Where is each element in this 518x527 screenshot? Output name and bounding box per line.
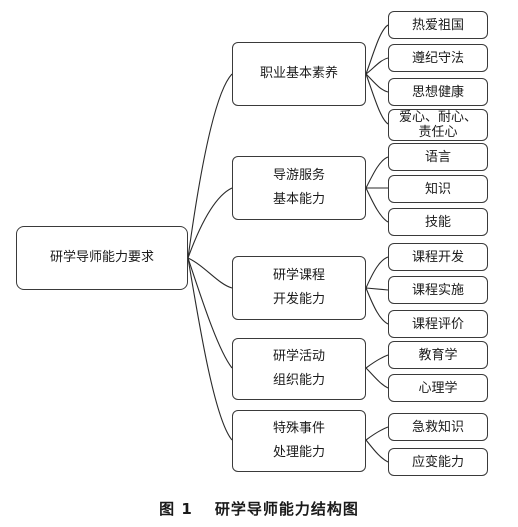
- leaf-node: 应变能力: [388, 448, 488, 476]
- leaf-node: 心理学: [388, 374, 488, 402]
- connector-group-1-to-item-3: [365, 73, 389, 93]
- leaf-node: 思想健康: [388, 78, 488, 106]
- leaf-node-label: 课程评价: [411, 316, 464, 332]
- connector-group-1-to-item-2: [365, 57, 389, 75]
- figure-caption: 图 1 研学导师能力结构图: [0, 498, 518, 519]
- root-node-label: 研学导师能力要求: [49, 250, 154, 265]
- group-node-professional-qualities: 职业基本素养: [232, 42, 366, 106]
- connector-group-3-to-item-2: [365, 287, 389, 291]
- connector-group-3-to-item-1: [365, 256, 389, 289]
- figure-number: 图 1: [159, 500, 193, 518]
- connector-group-4-to-item-2: [365, 367, 389, 389]
- connector-group-2-to-item-1: [365, 156, 389, 189]
- connector-group-3-to-item-3: [365, 287, 389, 325]
- group-node-tour-guide-skills: 导游服务 基本能力: [232, 156, 366, 220]
- group-node-activity-organization: 研学活动 组织能力: [232, 338, 366, 400]
- leaf-node: 课程评价: [388, 310, 488, 338]
- leaf-node-label: 思想健康: [411, 84, 464, 100]
- root-node: 研学导师能力要求: [16, 226, 188, 290]
- group-4-label-line-2: 组织能力: [272, 373, 325, 388]
- figure-title: 研学导师能力结构图: [214, 500, 359, 518]
- connector-root-to-group-5: [187, 257, 233, 441]
- group-4-label-line-1: 研学活动: [272, 349, 325, 364]
- connector-root-to-group-2: [187, 187, 233, 259]
- leaf-node-label: 课程开发: [411, 249, 464, 265]
- leaf-node-label: 语言: [424, 149, 451, 165]
- leaf-node: 技能: [388, 208, 488, 236]
- connector-group-5-to-item-1: [365, 426, 389, 441]
- connector-group-4-to-item-1: [365, 354, 389, 369]
- leaf-node-label: 遵纪守法: [411, 50, 464, 66]
- leaf-node-label: 技能: [424, 214, 451, 230]
- group-node-emergency-handling: 特殊事件 处理能力: [232, 410, 366, 472]
- leaf-node: 遵纪守法: [388, 44, 488, 72]
- group-3-label-line-1: 研学课程: [272, 268, 325, 283]
- connector-group-2-to-item-3: [365, 187, 389, 223]
- leaf-node-label: 应变能力: [411, 454, 464, 470]
- leaf-node-label: 热爱祖国: [411, 17, 464, 33]
- group-2-label-line-1: 导游服务: [272, 168, 325, 183]
- leaf-node: 教育学: [388, 341, 488, 369]
- connector-group-1-to-item-4: [365, 73, 389, 125]
- group-3-label-line-2: 开发能力: [272, 292, 325, 307]
- connector-root-to-group-1: [187, 73, 233, 259]
- connector-group-5-to-item-2: [365, 439, 389, 463]
- leaf-node: 爱心、耐心、责任心: [388, 109, 488, 141]
- leaf-node-label: 教育学: [418, 347, 458, 363]
- leaf-node-label: 课程实施: [411, 282, 464, 298]
- leaf-node-label: 爱心、耐心、责任心: [398, 110, 477, 140]
- leaf-node-label: 知识: [424, 181, 451, 197]
- leaf-node: 课程实施: [388, 276, 488, 304]
- connector-root-to-group-3: [187, 257, 233, 289]
- group-2-label-line-2: 基本能力: [272, 192, 325, 207]
- leaf-node-label: 急救知识: [411, 419, 464, 435]
- connector-group-1-to-item-1: [365, 24, 389, 75]
- leaf-node-label: 心理学: [418, 380, 458, 396]
- leaf-node: 热爱祖国: [388, 11, 488, 39]
- leaf-node: 急救知识: [388, 413, 488, 441]
- group-5-label-line-1: 特殊事件: [272, 421, 325, 436]
- group-5-label-line-2: 处理能力: [272, 445, 325, 460]
- leaf-node: 知识: [388, 175, 488, 203]
- leaf-node: 语言: [388, 143, 488, 171]
- leaf-node: 课程开发: [388, 243, 488, 271]
- connector-root-to-group-4: [187, 257, 233, 369]
- group-1-label-line-1: 职业基本素养: [259, 66, 338, 81]
- group-node-course-development: 研学课程 开发能力: [232, 256, 366, 320]
